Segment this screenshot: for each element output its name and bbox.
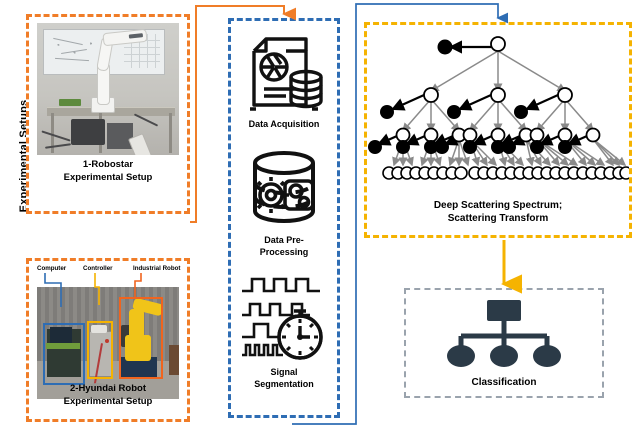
processing-pipeline-panel: Data Acquisition Data Pre- Processing xyxy=(228,18,340,418)
setup-1-caption-line-1: 1-Robostar xyxy=(82,159,134,170)
square-waves-stopwatch-icon xyxy=(242,277,323,360)
scattering-caption-line-2: Scattering Transform xyxy=(447,213,549,224)
setup-1-caption-line-2: Experimental Setup xyxy=(63,172,153,183)
deep-scattering-spectrum-panel: Deep Scattering Spectrum; Scattering Tra… xyxy=(364,22,632,238)
document-aperture-database-icon xyxy=(250,37,323,111)
experimental-setups-group: 1-Robostar Experimental Setup Computer C… xyxy=(26,14,190,422)
stage-label-signal-segmentation-line-2: Segmentation xyxy=(254,378,314,389)
setup-2-caption-line-1: 2-Hyundai Robot xyxy=(70,383,146,394)
annotation-box-controller xyxy=(87,321,113,379)
classification-panel[interactable]: Classification xyxy=(404,288,604,398)
setup-2-panel[interactable]: Computer Controller Industrial Robot 2-H… xyxy=(26,258,190,422)
setup-2-caption-line-2: Experimental Setup xyxy=(63,396,153,407)
annotation-label-computer: Computer xyxy=(37,265,67,272)
setup-1-panel[interactable]: 1-Robostar Experimental Setup xyxy=(26,14,190,214)
classification-label: Classification xyxy=(471,377,537,388)
scattering-caption: Deep Scattering Spectrum; Scattering Tra… xyxy=(367,199,629,225)
org-chart-icon xyxy=(447,300,561,367)
database-gears-icon xyxy=(253,151,315,223)
annotation-box-computer xyxy=(43,323,85,385)
setup-1-photo xyxy=(37,23,179,155)
annotation-label-industrial-robot: Industrial Robot xyxy=(133,265,181,272)
stage-label-data-pre-processing-line-2: Processing xyxy=(259,246,309,257)
stage-label-signal-segmentation-line-1: Signal xyxy=(270,367,298,377)
stage-data-acquisition[interactable]: Data Acquisition xyxy=(231,31,337,131)
annotation-box-industrial-robot xyxy=(119,297,163,379)
stage-label-data-pre-processing-line-1: Data Pre- xyxy=(264,235,304,245)
setup-2-annotation-labels: Computer Controller Industrial Robot xyxy=(37,265,185,277)
scattering-transform-tree xyxy=(368,36,629,180)
scattering-caption-line-1: Deep Scattering Spectrum; xyxy=(433,200,563,211)
stage-label-data-acquisition: Data Acquisition xyxy=(248,119,320,129)
stage-data-pre-processing[interactable]: Data Pre- Processing xyxy=(231,149,337,258)
stage-signal-segmentation[interactable]: Signal Segmentation xyxy=(231,271,337,390)
annotation-label-controller: Controller xyxy=(83,265,113,272)
setup-2-photo xyxy=(37,287,179,399)
